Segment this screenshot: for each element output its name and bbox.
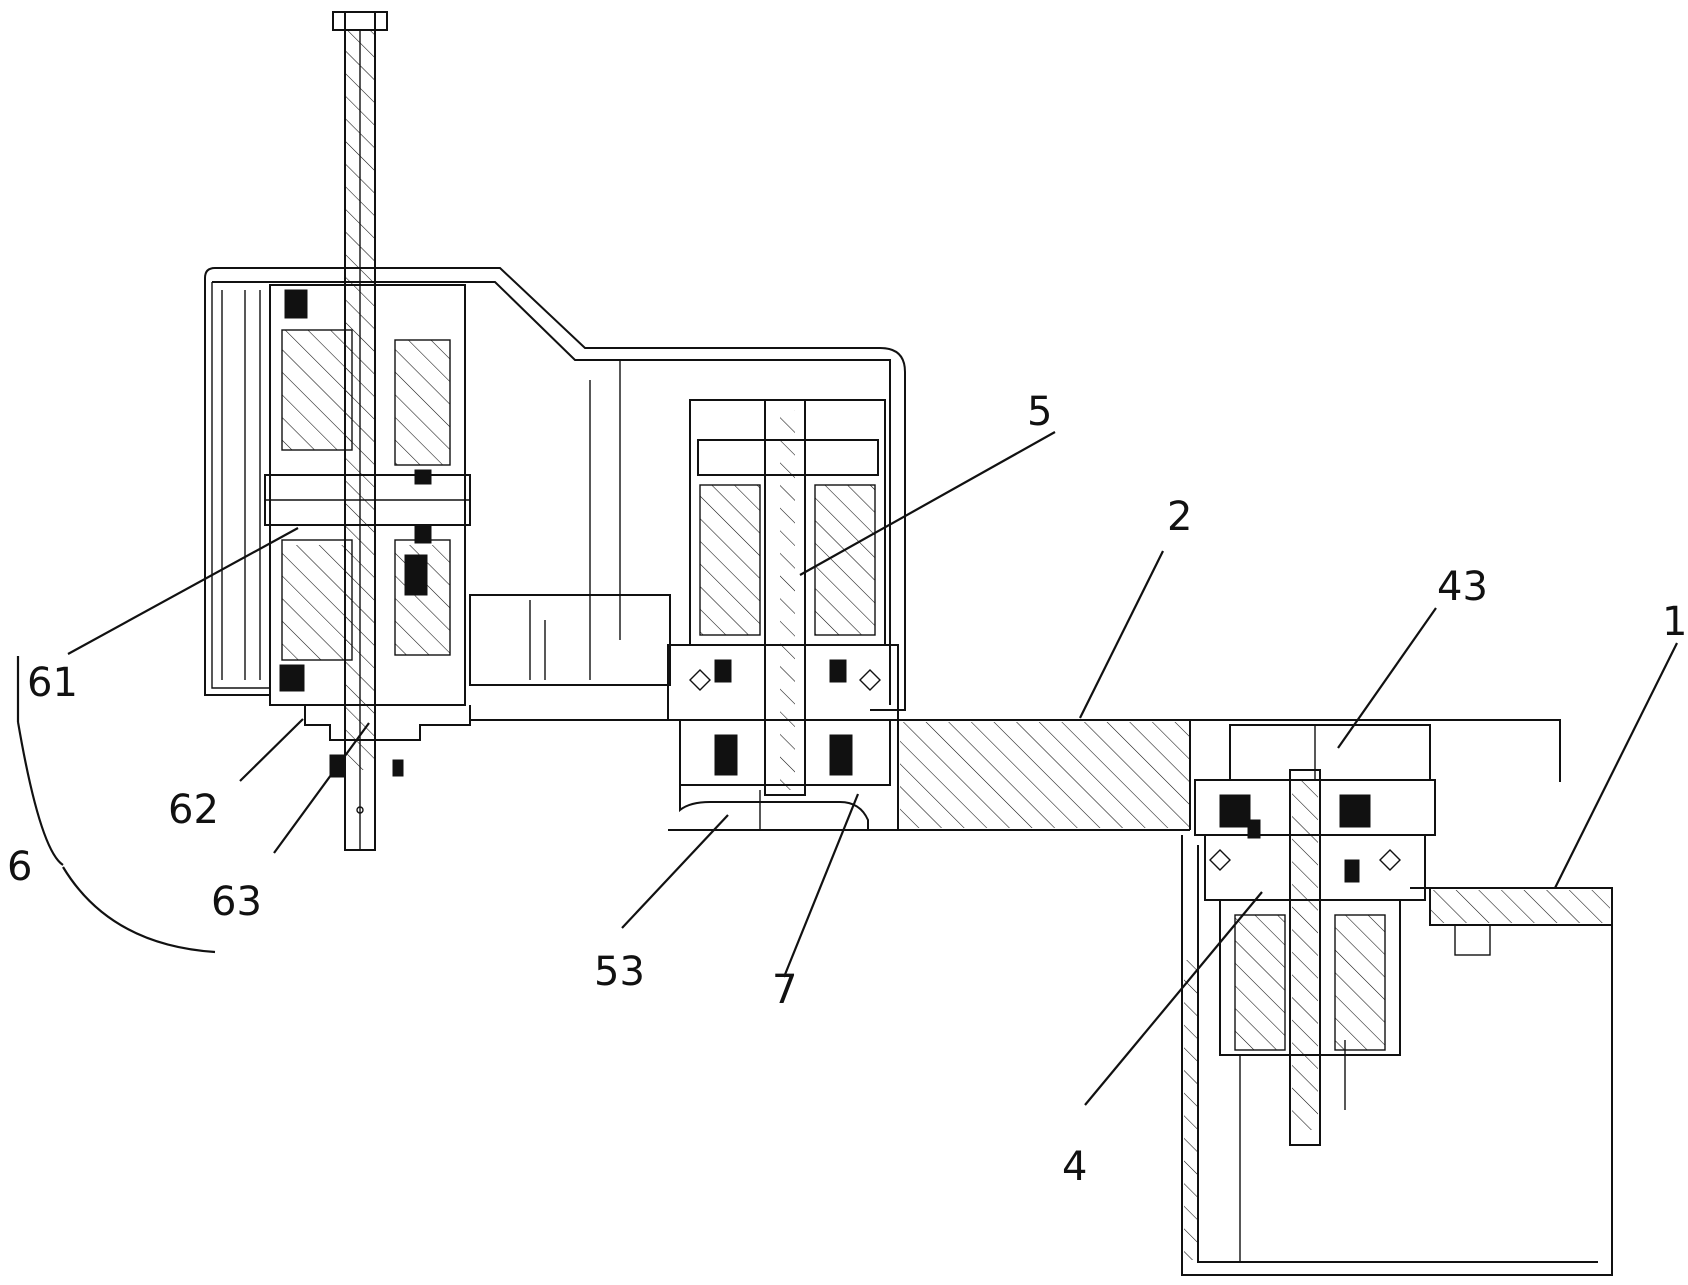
label-62: 62 [168, 787, 219, 833]
label-5: 5 [1027, 389, 1052, 435]
leader-62 [240, 719, 303, 781]
leader-7 [784, 794, 858, 977]
joint-5-assembly [470, 360, 898, 830]
label-43: 43 [1437, 564, 1488, 610]
label-53: 53 [594, 949, 645, 995]
joint-6-assembly [205, 12, 905, 850]
leader-2 [1080, 551, 1163, 718]
leader-61 [68, 528, 298, 654]
arm-link-2 [470, 720, 1560, 830]
leader-43 [1338, 608, 1436, 748]
leader-63 [274, 723, 369, 853]
label-2: 2 [1167, 494, 1192, 540]
joint-4-assembly [1195, 725, 1435, 1145]
label-4: 4 [1062, 1144, 1087, 1190]
leader-53 [622, 815, 728, 928]
bracket-6-bottom [63, 867, 215, 952]
leader-1 [1555, 643, 1677, 888]
label-7: 7 [772, 967, 797, 1013]
label-1: 1 [1662, 599, 1687, 645]
label-61: 61 [27, 660, 78, 706]
label-6: 6 [7, 844, 32, 890]
label-63: 63 [211, 879, 262, 925]
